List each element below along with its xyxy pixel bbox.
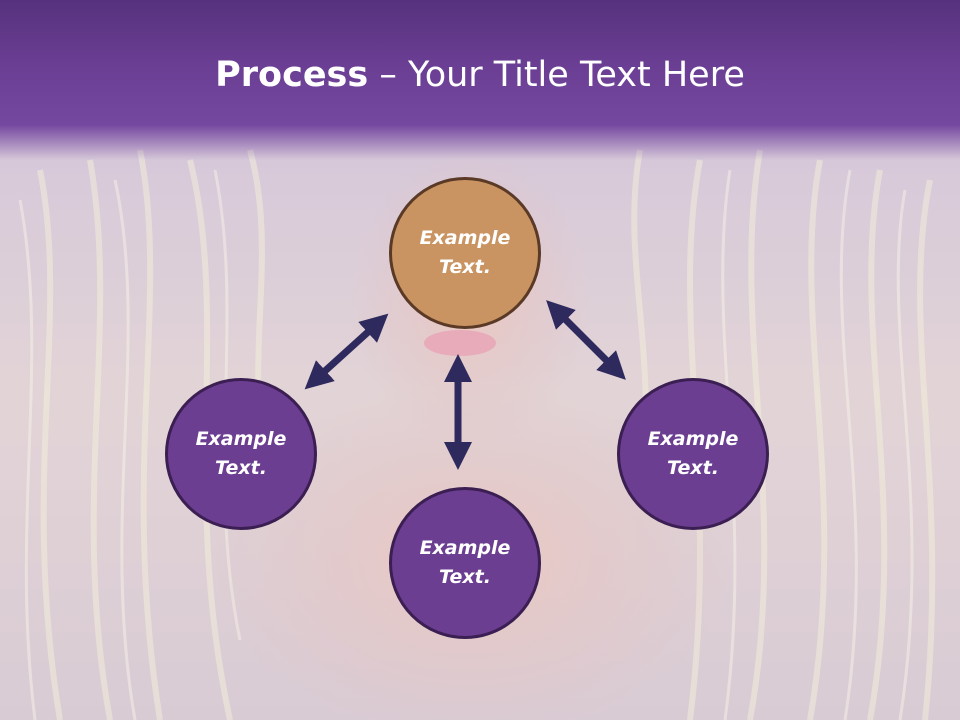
node-right-label: Example Text. [647,428,739,479]
slide-title: Process – Your Title Text Here [0,52,960,98]
title-rest: – Your Title Text Here [368,55,745,95]
title-band [0,0,960,160]
arrow-top-right [546,300,626,380]
process-node-right: Example Text. [617,378,769,530]
process-node-bottom: Example Text. [389,487,541,639]
node-left-label: Example Text. [195,428,287,479]
arrow-top-left [304,313,389,390]
process-node-left: Example Text. [165,378,317,530]
process-node-top: Example Text. [389,177,541,329]
node-top-label: Example Text. [419,227,511,278]
node-bottom-label: Example Text. [419,537,511,588]
title-bold: Process [215,55,369,95]
